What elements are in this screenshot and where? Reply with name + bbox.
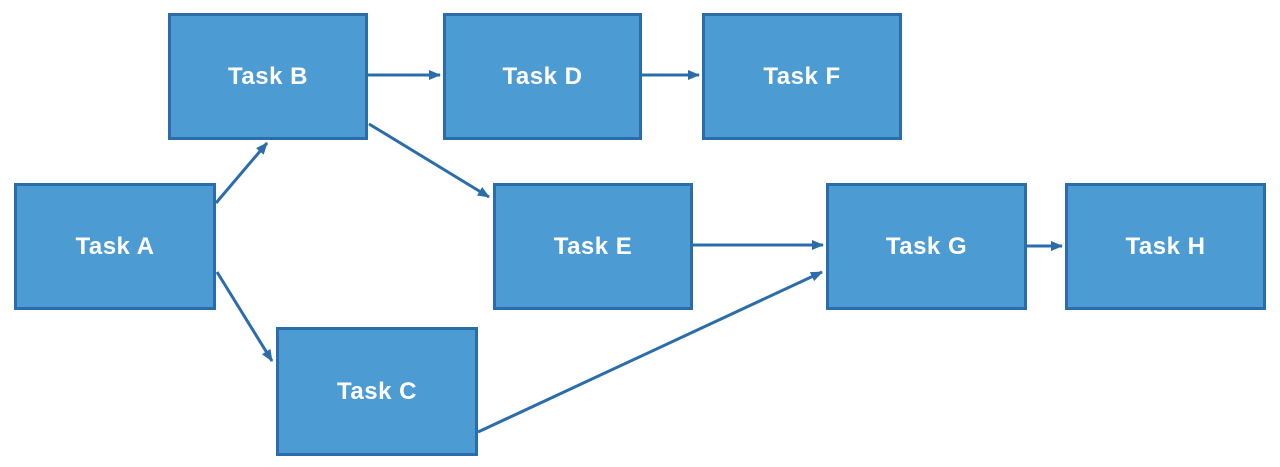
node-task-a[interactable]: Task A	[14, 183, 216, 310]
node-label: Task H	[1125, 232, 1206, 260]
node-task-d[interactable]: Task D	[443, 13, 642, 140]
node-label: Task C	[337, 377, 417, 405]
node-label: Task F	[763, 62, 841, 90]
edge-task-a-to-task-b	[214, 142, 269, 204]
node-task-h[interactable]: Task H	[1065, 183, 1266, 310]
node-task-b[interactable]: Task B	[168, 13, 368, 140]
edge-task-a-to-task-c	[215, 271, 274, 362]
edge-task-c-to-task-g	[477, 270, 823, 434]
edge-task-b-to-task-e	[368, 122, 490, 199]
node-label: Task E	[553, 232, 633, 260]
node-label: Task G	[885, 232, 968, 260]
node-task-e[interactable]: Task E	[493, 183, 693, 310]
node-label: Task D	[502, 62, 583, 90]
node-task-c[interactable]: Task C	[276, 327, 478, 456]
node-task-f[interactable]: Task F	[702, 13, 902, 140]
node-label: Task B	[228, 62, 308, 90]
node-task-g[interactable]: Task G	[826, 183, 1027, 310]
node-label: Task A	[75, 232, 155, 260]
